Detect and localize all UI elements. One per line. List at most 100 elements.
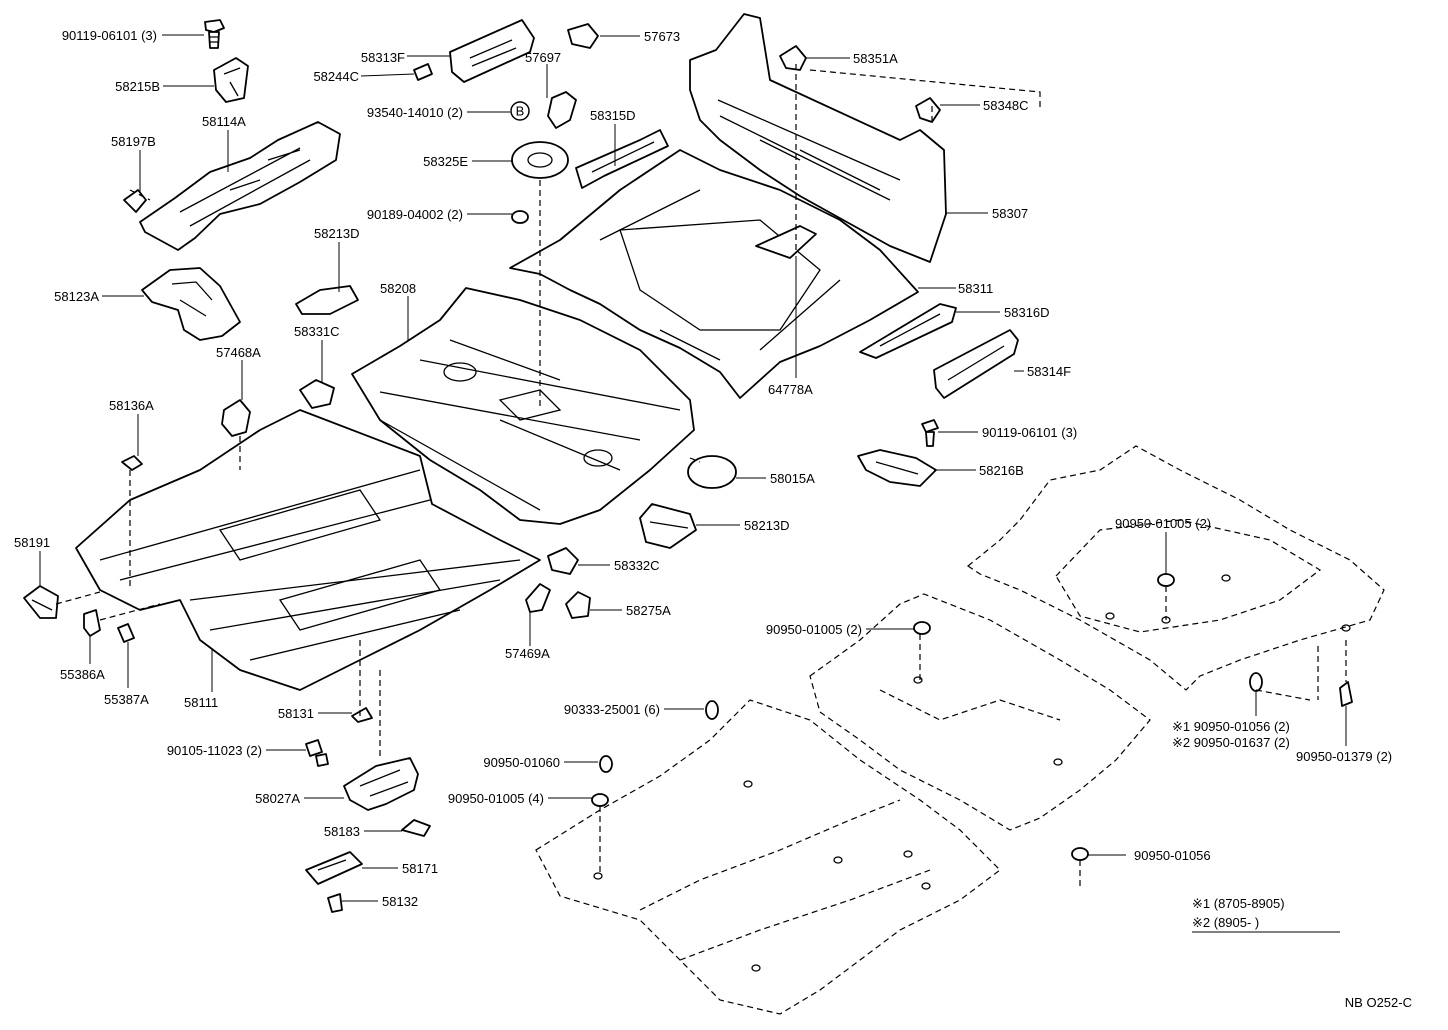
silencer-outlines xyxy=(535,445,1385,1015)
legend-note-1: ※1 (8705-8905) xyxy=(1192,896,1285,911)
label-58332c: 58332C xyxy=(614,558,660,573)
plug-90950-01005-lower-icon xyxy=(591,793,609,807)
label-58313f: 58313F xyxy=(361,50,405,65)
bracket-57697-icon xyxy=(547,91,577,129)
label-55386a: 55386A xyxy=(60,667,105,682)
label-58208: 58208 xyxy=(380,281,416,296)
bracket-58275a-icon xyxy=(565,591,591,619)
label-90119-06101-lower: 90119-06101 (3) xyxy=(982,425,1077,440)
reference-b-marker: B xyxy=(510,101,530,121)
member-58114a-icon xyxy=(139,121,341,251)
bracket-58131-icon xyxy=(351,707,373,723)
legend-notes: ※1 (8705-8905) ※2 (8905- ) xyxy=(1192,896,1285,930)
label-58171: 58171 xyxy=(402,861,438,876)
plug-90950-01005-upper-icon xyxy=(1157,573,1175,587)
rear-panel-58307-icon xyxy=(689,13,947,263)
alignment-lines xyxy=(55,64,1347,890)
bracket-58027a-icon xyxy=(343,757,419,811)
label-58348c: 58348C xyxy=(983,98,1029,113)
label-57697: 57697 xyxy=(525,50,561,65)
bracket-58213d-upper-icon xyxy=(295,285,359,315)
part-labels: 90119-06101 (3) 58215B 58313F 58244C 576… xyxy=(14,28,1392,909)
bolt-90119-06101-icon xyxy=(204,19,225,49)
label-58307: 58307 xyxy=(992,206,1028,221)
plug-90189-04002-icon xyxy=(511,210,529,224)
reinforcement-58314f-icon xyxy=(933,329,1019,399)
label-58315d: 58315D xyxy=(590,108,636,123)
bracket-58348c-icon xyxy=(915,97,941,123)
label-58275a: 58275A xyxy=(626,603,671,618)
label-58114a: 58114A xyxy=(202,114,246,129)
label-58136a: 58136A xyxy=(109,398,154,413)
leader-lines xyxy=(39,34,1347,933)
label-58191: 58191 xyxy=(14,535,50,550)
legend-note-2: ※2 (8905- ) xyxy=(1192,915,1259,930)
bracket-57673-icon xyxy=(567,23,599,49)
label-58216b: 58216B xyxy=(979,463,1024,478)
label-93540-14010: 93540-14010 (2) xyxy=(367,105,463,120)
plug-90333-25001-icon xyxy=(705,700,719,720)
reference-b-letter: B xyxy=(516,104,525,119)
plug-90950-01060-icon xyxy=(599,755,613,773)
label-90189-04002: 90189-04002 (2) xyxy=(367,207,463,222)
label-57673: 57673 xyxy=(644,29,680,44)
plate-58171-icon xyxy=(305,851,363,885)
reinforcement-58315d-icon xyxy=(575,129,669,189)
reinforcement-58316d-icon xyxy=(859,303,957,359)
label-90333-25001: 90333-25001 (6) xyxy=(564,702,660,717)
label-90950-01056: 90950-01056 xyxy=(1134,848,1211,863)
label-58111: 58111 xyxy=(184,695,218,710)
label-90105-11023: 90105-11023 (2) xyxy=(167,743,262,758)
bracket-58216b-icon xyxy=(857,449,937,487)
center-floor-58208-icon xyxy=(351,287,695,525)
clip-58132-icon xyxy=(327,893,343,913)
bolt-90105-11023-icon xyxy=(305,739,329,767)
front-floor-58111-icon xyxy=(75,409,541,691)
label-90950-01379: 90950-01379 (2) xyxy=(1296,749,1392,764)
label-58183: 58183 xyxy=(324,824,360,839)
label-58131: 58131 xyxy=(278,706,314,721)
label-58316d: 58316D xyxy=(1004,305,1050,320)
bracket-58123a-icon xyxy=(141,267,241,341)
label-64778a: 64778A xyxy=(768,382,813,397)
retainer-55387a-icon xyxy=(117,623,135,643)
bracket-58213d-lower-icon xyxy=(639,503,697,549)
label-58331c: 58331C xyxy=(294,324,340,339)
plate-58136a-icon xyxy=(121,455,143,471)
label-58311: 58311 xyxy=(958,281,993,296)
clip-90950-01379-icon xyxy=(1339,681,1353,707)
plug-90950-01056-right-icon xyxy=(1249,672,1263,692)
bracket-58332c-icon xyxy=(547,547,579,575)
bracket-58215b-icon xyxy=(213,57,249,103)
label-58314f: 58314F xyxy=(1027,364,1071,379)
label-58244c: 58244C xyxy=(313,69,359,84)
label-58015a: 58015A xyxy=(770,471,815,486)
label-58325e: 58325E xyxy=(423,154,468,169)
plug-90950-01005-mid-icon xyxy=(913,621,931,635)
retainer-55386a-icon xyxy=(83,609,101,637)
label-90950-01005-lower: 90950-01005 (4) xyxy=(448,791,544,806)
label-58027a: 58027A xyxy=(255,791,300,806)
bracket-58191-icon xyxy=(23,585,59,619)
label-58132: 58132 xyxy=(382,894,418,909)
silencer-holes xyxy=(593,574,1351,972)
reinforcement-58313f-icon xyxy=(449,19,535,83)
label-90950-01056-note1: ※1 90950-01056 (2) xyxy=(1172,719,1290,734)
bracket-58331c-icon xyxy=(299,379,335,409)
label-90950-01637-note2: ※2 90950-01637 (2) xyxy=(1172,735,1290,750)
plug-90950-01056-icon xyxy=(1071,847,1089,861)
label-58123a: 58123A xyxy=(54,289,99,304)
label-90950-01060: 90950-01060 xyxy=(483,755,560,770)
label-58213d-upper: 58213D xyxy=(314,226,360,241)
bracket-57468a-icon xyxy=(221,399,251,437)
plug-58015a-icon xyxy=(687,455,737,489)
figure-code: NB O252-C xyxy=(1345,995,1412,1010)
label-58215b: 58215B xyxy=(115,79,160,94)
label-58197b: 58197B xyxy=(111,134,156,149)
label-90119-06101-upper: 90119-06101 (3) xyxy=(62,28,157,43)
bolt-90119-06101-lower-icon xyxy=(921,419,939,447)
seat-58325e-icon xyxy=(511,141,569,179)
label-57468a: 57468A xyxy=(216,345,261,360)
label-57469a: 57469A xyxy=(505,646,550,661)
